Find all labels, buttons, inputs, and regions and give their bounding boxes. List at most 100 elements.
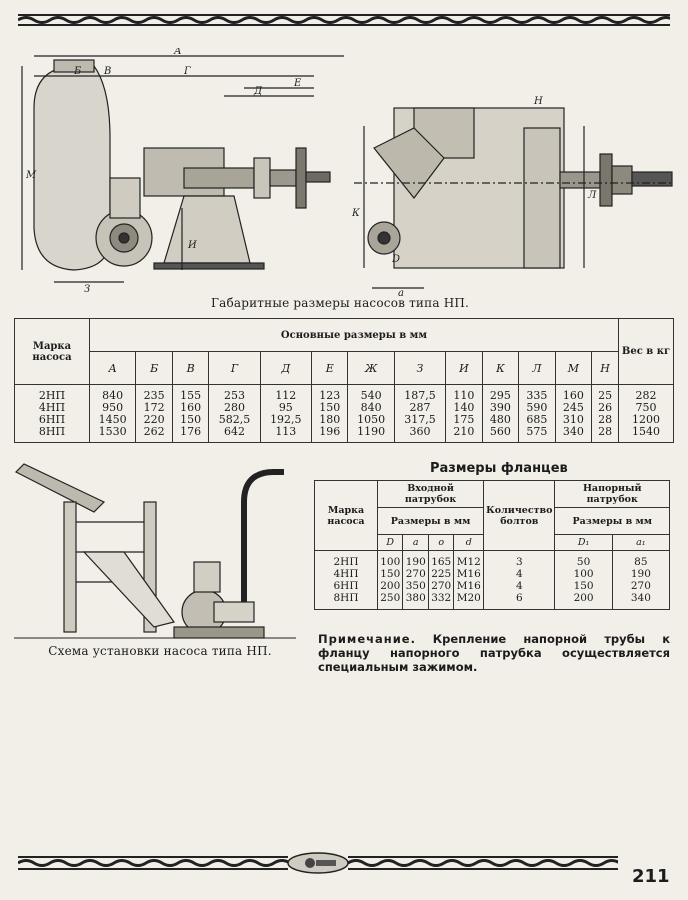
dim-value-cell: 335 (526, 389, 548, 402)
flange-cell: 190 (630, 568, 651, 580)
dim-value-cell: 26 (598, 401, 613, 414)
flange-cell: 50 (576, 556, 591, 568)
flange-cell: 270 (431, 580, 452, 592)
flange-cell: M12 (456, 556, 481, 568)
flange-cell: 4 (515, 580, 523, 592)
flange-cell: 270 (630, 580, 651, 592)
dim-value-cell: 540 (360, 389, 382, 402)
dim-value-cell: 950 (102, 401, 124, 414)
flange-cell: M20 (456, 592, 481, 604)
flange-cell: 150 (573, 580, 594, 592)
weight-cell: 750 (635, 401, 657, 414)
flange-cell: 380 (405, 592, 426, 604)
figure2-caption: Схема установки насоса типа НП. (48, 644, 272, 658)
dim-value-cell: 280 (224, 401, 246, 414)
flange-cell: 100 (573, 568, 594, 580)
flange-cell: 200 (380, 580, 401, 592)
flange-cell: 332 (431, 592, 452, 604)
dim-value-cell: 210 (453, 425, 475, 438)
weight-cell: 282 (635, 389, 657, 402)
flange-cell: 165 (431, 556, 452, 568)
dim-label-M: М (25, 170, 37, 181)
dim-value-cell: 235 (143, 389, 165, 402)
flanges-title: Размеры фланцев (430, 461, 568, 476)
flange-cell: 3 (515, 556, 523, 568)
dim-col-header: В (171, 351, 210, 385)
dim-col-header: Д (259, 351, 312, 385)
dim-col-header: Г (208, 351, 261, 385)
dim-label-N: Н (533, 96, 543, 107)
flange-cell: 340 (630, 592, 651, 604)
flange-cell: 150 (380, 568, 401, 580)
dim-value-cell: 172 (143, 401, 165, 414)
dim-value-cell: 582,5 (218, 413, 251, 426)
bolts-header: Количество болтов (483, 480, 556, 551)
flanges-table: Марка насоса Входной патрубок Количество… (314, 480, 671, 610)
brand-cell: 2НП (38, 389, 66, 402)
outlet-sizes-header: Размеры в мм (554, 507, 670, 535)
dim-value-cell: 28 (598, 425, 613, 438)
brand-cell: 6НП (38, 413, 66, 426)
brand-cell: 8НП (38, 425, 66, 438)
dim-label-D-flange: D (391, 254, 400, 265)
outlet-col-header: a₁ (611, 534, 671, 551)
installation-scheme-drawing (14, 463, 296, 639)
inlet-col-header: D (376, 534, 404, 551)
brand-header: Марка насоса (14, 318, 90, 385)
dim-value-cell: 295 (489, 389, 511, 402)
flange-cell: 4НП (333, 568, 359, 580)
dim-value-cell: 310 (562, 413, 584, 426)
dim-value-cell: 176 (180, 425, 202, 438)
flange-cell: 190 (405, 556, 426, 568)
outlet-col-header: D₁ (554, 534, 613, 551)
dim-value-cell: 560 (489, 425, 511, 438)
page-number: 211 (632, 866, 670, 887)
note: Примечание. Крепление напорной трубы к ф… (318, 632, 670, 674)
dim-col-header: Ж (347, 351, 395, 385)
dim-value-cell: 28 (598, 413, 613, 426)
flange-cell: 200 (573, 592, 594, 604)
dim-label-L: Л (587, 190, 597, 201)
dim-label-B: Б (73, 66, 82, 77)
dim-value-cell: 317,5 (404, 413, 436, 426)
dim-value-cell: 480 (489, 413, 511, 426)
flange-brand-header: Марка насоса (314, 480, 378, 551)
dim-value-cell: 1050 (357, 413, 386, 426)
weight-header: Вес в кг (618, 318, 674, 385)
dim-label-I: И (187, 240, 197, 251)
top-decorative-rule (18, 14, 670, 26)
dim-label-Z: З (84, 284, 90, 295)
dim-value-cell: 1450 (98, 413, 127, 426)
flange-cell: 4 (515, 568, 523, 580)
dim-value-cell: 160 (180, 401, 202, 414)
dim-label-D: Д (253, 86, 263, 97)
note-lead: Примечание. (318, 632, 416, 646)
dim-value-cell: 160 (562, 389, 584, 402)
pump-dimension-drawing: А Б В Г Д Е М З И К Л D а Н (21, 48, 674, 296)
dim-value-cell: 95 (278, 401, 293, 414)
flange-cell: 250 (380, 592, 401, 604)
flange-cell: 2НП (333, 556, 359, 568)
note-text: Крепление напорной трубы к фланцу напорн… (318, 632, 671, 674)
bottom-decorative-rule (18, 852, 618, 874)
dim-col-header: М (554, 351, 593, 385)
dim-value-cell: 140 (453, 401, 475, 414)
flange-cell: M16 (456, 580, 481, 592)
